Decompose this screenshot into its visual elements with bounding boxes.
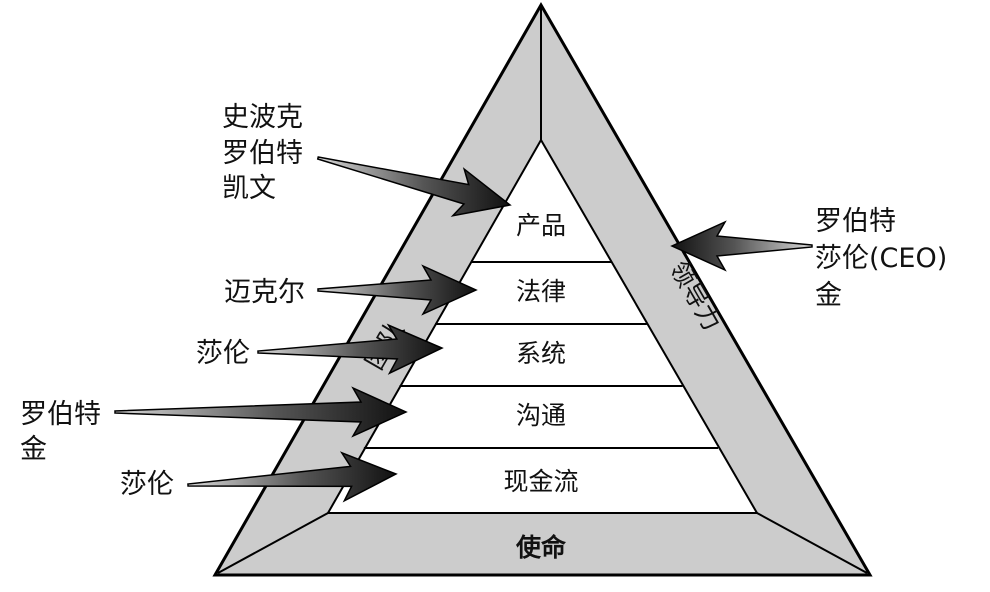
arrows [114, 156, 813, 503]
level-communication: 沟通 [516, 401, 566, 430]
level-systems: 系统 [516, 339, 566, 368]
level-cashflow: 现金流 [503, 467, 578, 496]
corner-line-right [756, 512, 868, 574]
person-label: 史波克 [222, 102, 303, 133]
pointer-arrow [316, 156, 512, 217]
pointer-arrow [257, 323, 444, 375]
pointer-arrow [187, 451, 398, 503]
pointer-arrow [670, 220, 813, 272]
level-product: 产品 [516, 211, 566, 240]
person-label: 迈克尔 [224, 277, 305, 308]
person-label: 凯文 [222, 173, 276, 204]
person-label: 金 [20, 434, 47, 465]
person-label: 金 [815, 280, 842, 311]
people-labels: 史波克 罗伯特 凯文 迈克尔 莎伦 罗伯特 金 莎伦 罗伯特 莎伦(CEO) 金 [20, 102, 947, 500]
person-label: 罗伯特 [222, 138, 303, 169]
person-label: 莎伦(CEO) [815, 243, 947, 274]
person-label: 莎伦 [120, 469, 174, 500]
level-dividers [363, 261, 719, 449]
person-label: 莎伦 [196, 338, 250, 369]
corner-line-left [217, 512, 329, 574]
pointer-arrow [114, 386, 408, 438]
level-legal: 法律 [516, 277, 566, 306]
base-mission: 使命 [515, 533, 567, 562]
pointer-arrow [317, 264, 478, 316]
person-label: 罗伯特 [815, 206, 896, 237]
person-label: 罗伯特 [20, 399, 101, 430]
